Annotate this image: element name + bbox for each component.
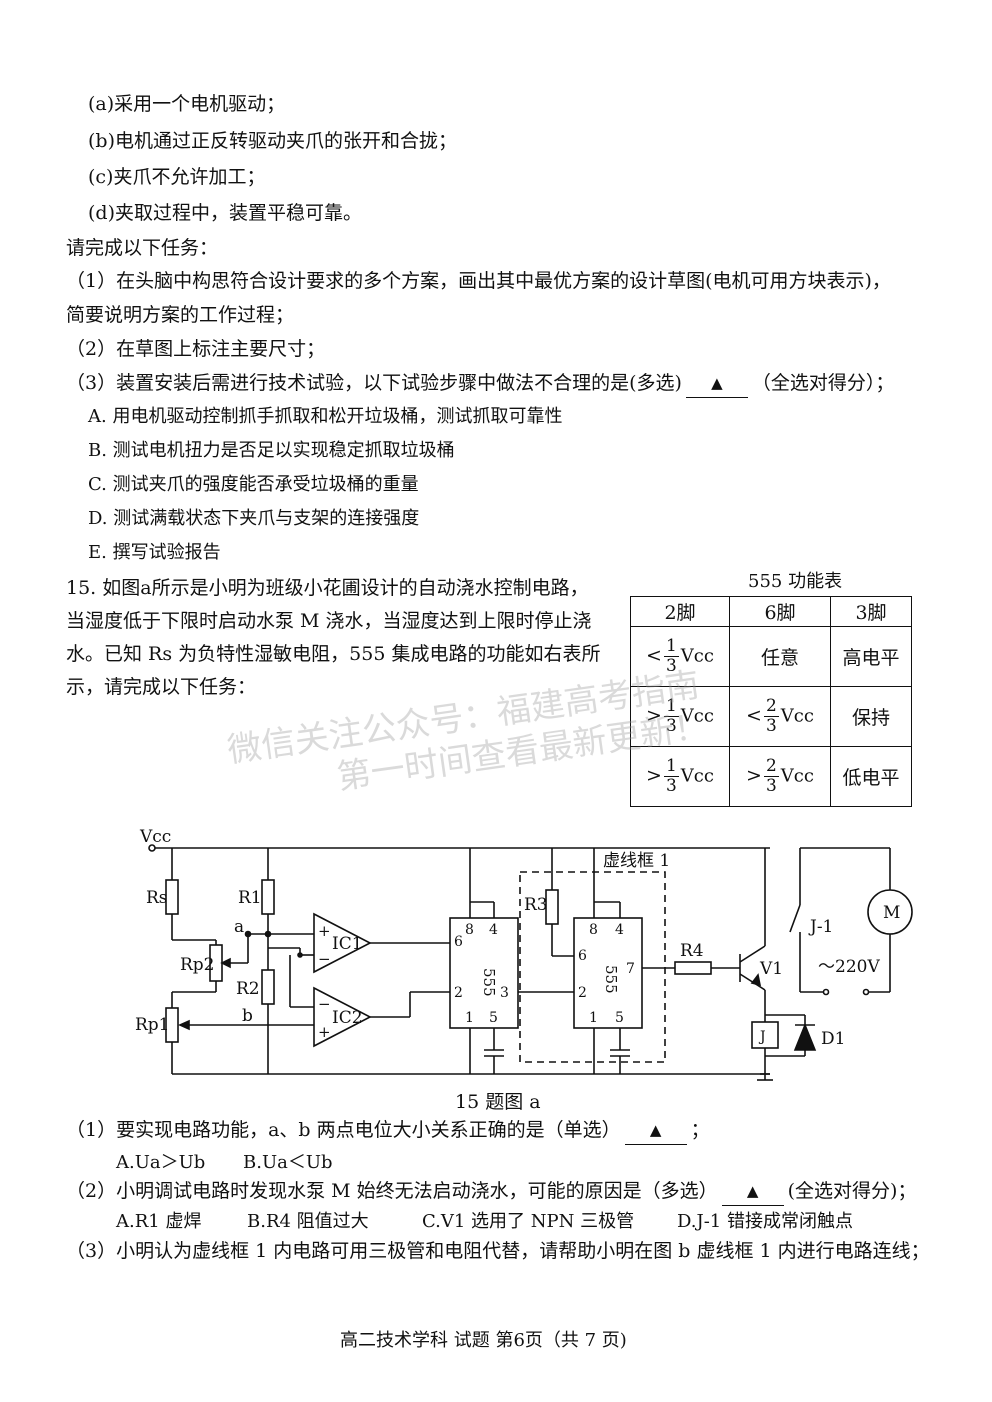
label-ic1: IC1 — [332, 934, 363, 954]
task1-line1: （1）在头脑中构思符合设计要求的多个方案，画出其中最优方案的设计草图(电机可用方… — [66, 270, 891, 292]
label-ic2: IC2 — [332, 1008, 363, 1028]
label-r2: R2 — [236, 979, 260, 999]
requirement-a: (a)采用一个电机驱动； — [88, 93, 286, 115]
u2-pin8: 8 — [589, 922, 598, 938]
label-ac: ～220V — [818, 957, 880, 977]
u1-pin2: 2 — [454, 985, 463, 1001]
u1-pin3: 3 — [500, 985, 509, 1001]
triangle-marker: ▲ — [711, 374, 723, 392]
task3: （3）装置安装后需进行技术试验，以下试验步骤中做法不合理的是(多选) ▲ （全选对得… — [66, 370, 894, 398]
q1-answer-blank[interactable]: ▲ — [624, 1117, 687, 1145]
q2-triangle-marker: ▲ — [746, 1182, 759, 1200]
label-b: b — [242, 1006, 253, 1026]
u2-pin6: 6 — [578, 948, 587, 964]
u2-chip-label: 555 — [602, 965, 620, 994]
task3-option-d: D. 测试满载状态下夹爪与支架的连接强度 — [88, 508, 420, 529]
requirement-c: (c)夹爪不允许加工； — [88, 166, 266, 188]
label-rp1: Rp1 — [135, 1015, 170, 1035]
u2-pin5: 5 — [615, 1010, 624, 1026]
table-header-pin2: 2脚 — [630, 596, 730, 627]
q2-text: （2）小明调试电路时发现水泵 M 始终无法启动浇水，可能的原因是（多选） — [66, 1180, 718, 1202]
u2-pin1: 1 — [589, 1010, 598, 1026]
u1-pin6: 6 — [454, 934, 463, 950]
label-v1: V1 — [759, 959, 783, 979]
label-d1: D1 — [821, 1029, 845, 1049]
label-j: J — [758, 1029, 766, 1045]
label-r3: R3 — [524, 895, 548, 915]
task3-option-c: C. 测试夹爪的强度能否承受垃圾桶的重量 — [88, 474, 419, 495]
q1-triangle-marker: ▲ — [649, 1121, 662, 1139]
u2-pin4: 4 — [615, 922, 624, 938]
q2-option-b: B.R4 阻值过大 — [247, 1211, 369, 1232]
label-r4: R4 — [680, 941, 704, 961]
ic2-plus: + — [318, 1023, 331, 1041]
u1-pin5: 5 — [489, 1010, 498, 1026]
label-r1: R1 — [238, 888, 262, 908]
task2: （2）在草图上标注主要尺寸； — [66, 338, 326, 360]
requirement-d: (d)夹取过程中，装置平稳可靠。 — [88, 202, 362, 224]
answer-blank[interactable]: ▲ — [685, 370, 748, 398]
sub-question-3: （3）小明认为虚线框 1 内电路可用三极管和电阻代替，请帮助小明在图 b 虚线框… — [66, 1240, 930, 1262]
u1-chip-label: 555 — [480, 968, 498, 997]
label-vcc: Vcc — [139, 827, 171, 847]
sub-question-1: （1）要实现电路功能，a、b 两点电位大小关系正确的是（单选） ▲ ； — [66, 1117, 710, 1145]
ic1-minus: − — [318, 950, 331, 968]
dashed-box-label: 虚线框 1 — [603, 851, 670, 871]
label-j1: J-1 — [808, 917, 833, 937]
task3-option-a: A. 用电机驱动控制抓手抓取和松开垃圾桶，测试抓取可靠性 — [88, 406, 563, 427]
task3-option-b: B. 测试电机扭力是否足以实现稳定抓取垃圾桶 — [88, 440, 455, 461]
q15-line4: 示，请完成以下任务： — [66, 676, 257, 698]
q2-suffix: (全选对得分)； — [787, 1180, 917, 1202]
q15-line2: 当湿度低于下限时启动水泵 M 浇水，当湿度达到上限时停止浇 — [66, 610, 592, 632]
cell-r2-pin3: 保持 — [830, 686, 912, 747]
requirement-b: (b)电机通过正反转驱动夹爪的张开和合拢； — [88, 130, 457, 152]
q1-suffix: ； — [690, 1119, 710, 1141]
q2-answer-blank[interactable]: ▲ — [721, 1178, 784, 1206]
q1-option-a: A.Ua＞Ub — [116, 1152, 206, 1173]
q1-text: （1）要实现电路功能，a、b 两点电位大小关系正确的是（单选） — [66, 1119, 621, 1141]
label-rp2: Rp2 — [180, 955, 215, 975]
label-a: a — [234, 917, 244, 937]
q1-option-b: B.Ua＜Ub — [243, 1152, 333, 1173]
u2-pin7: 7 — [626, 961, 635, 977]
task-intro: 请完成以下任务： — [66, 237, 219, 259]
task3-text: （3）装置安装后需进行技术试验，以下试验步骤中做法不合理的是(多选) — [66, 372, 682, 394]
ic2-minus: − — [318, 995, 331, 1013]
sub-question-2: （2）小明调试电路时发现水泵 M 始终无法启动浇水，可能的原因是（多选） ▲ (全选… — [66, 1178, 916, 1206]
task3-suffix: （全选对得分）； — [751, 372, 895, 394]
label-motor: M — [883, 903, 900, 923]
u1-pin1: 1 — [465, 1010, 474, 1026]
u1-pin8: 8 — [465, 922, 474, 938]
u2-pin2: 2 — [578, 985, 587, 1001]
q2-option-c: C.V1 选用了 NPN 三极管 — [422, 1211, 635, 1232]
cell-r3-pin3: 低电平 — [830, 746, 912, 807]
figure-caption: 15 题图 a — [455, 1091, 541, 1113]
label-rs: Rs — [146, 888, 168, 908]
task3-option-e: E. 撰写试验报告 — [88, 542, 221, 563]
cell-r1-pin3: 高电平 — [830, 626, 912, 687]
q15-line3: 水。已知 Rs 为负特性湿敏电阻，555 集成电路的功能如右表所 — [66, 643, 601, 665]
q2-option-d: D.J-1 错接成常闭触点 — [677, 1211, 853, 1232]
ic1-plus: + — [318, 922, 331, 940]
table-title: 555 功能表 — [748, 571, 843, 592]
u1-pin4: 4 — [489, 922, 498, 938]
q15-line1: 15. 如图a所示是小明为班级小花圃设计的自动浇水控制电路， — [66, 577, 589, 599]
q2-option-a: A.R1 虚焊 — [116, 1211, 202, 1232]
task1-line2: 简要说明方案的工作过程； — [66, 304, 295, 326]
page-footer: 高二技术学科 试题 第6页（共 7 页) — [340, 1330, 627, 1351]
